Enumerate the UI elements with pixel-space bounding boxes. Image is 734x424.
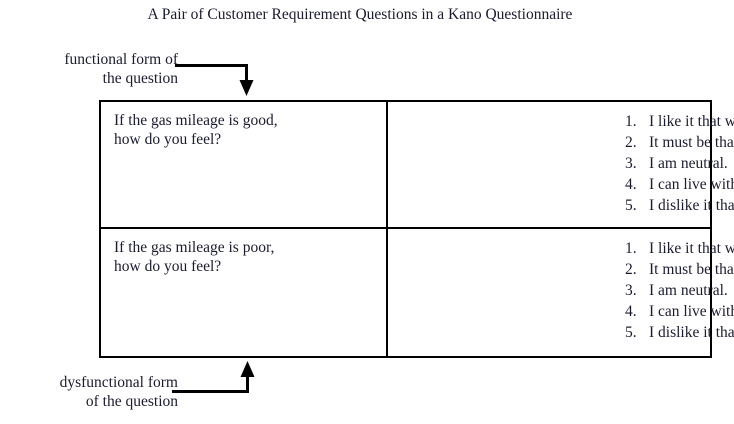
answer-number: 2. <box>625 134 637 151</box>
list-item[interactable]: 5. I dislike it that way. <box>625 195 734 216</box>
list-item[interactable]: 1. I like it that way. <box>625 111 734 132</box>
callout-functional-line2: the question <box>102 70 178 87</box>
answer-text: I can live with it that way. <box>649 303 734 320</box>
answer-number: 4. <box>625 303 637 320</box>
answer-list: 1. I like it that way. 2. It must be tha… <box>388 111 734 216</box>
answers-cell-dysfunctional: 1. I like it that way. 2. It must be tha… <box>388 229 734 356</box>
list-item[interactable]: 3. I am neutral. <box>625 280 734 301</box>
callout-dysfunctional-line2: of the question <box>85 393 178 410</box>
list-item[interactable]: 4. I can live with it that way. <box>625 174 734 195</box>
answer-text: It must be that way. <box>649 134 734 151</box>
answers-cell-functional: 1. I like it that way. 2. It must be tha… <box>388 102 734 227</box>
answer-text: I can live with it that way. <box>649 176 734 193</box>
list-item[interactable]: 3. I am neutral. <box>625 153 734 174</box>
question-line-1: If the gas mileage is good, <box>114 112 278 129</box>
question-text: If the gas mileage is good, how do you f… <box>114 111 386 149</box>
table-row: If the gas mileage is good, how do you f… <box>101 102 734 229</box>
answer-text: I dislike it that way. <box>649 324 734 341</box>
answer-text: I am neutral. <box>649 282 728 299</box>
answer-number: 1. <box>625 240 637 257</box>
list-item[interactable]: 2. It must be that way. <box>625 259 734 280</box>
callout-functional-line1: functional form of <box>64 51 178 68</box>
list-item[interactable]: 2. It must be that way. <box>625 132 734 153</box>
kano-questionnaire-table: If the gas mileage is good, how do you f… <box>99 100 734 358</box>
list-item[interactable]: 1. I like it that way. <box>625 238 734 259</box>
answer-number: 4. <box>625 176 637 193</box>
question-text: If the gas mileage is poor, how do you f… <box>114 238 386 276</box>
list-item[interactable]: 4. I can live with it that way. <box>625 301 734 322</box>
question-cell-dysfunctional: If the gas mileage is poor, how do you f… <box>101 229 388 356</box>
callout-dysfunctional-line1: dysfunctional form <box>59 374 178 391</box>
question-cell-functional: If the gas mileage is good, how do you f… <box>101 102 388 227</box>
answer-text: I like it that way. <box>649 113 734 130</box>
figure-title: A Pair of Customer Requirement Questions… <box>147 6 573 23</box>
list-item[interactable]: 5. I dislike it that way. <box>625 322 734 343</box>
question-line-2: how do you feel? <box>114 258 222 275</box>
question-line-2: how do you feel? <box>114 131 222 148</box>
answer-number: 1. <box>625 113 637 130</box>
answer-text: I dislike it that way. <box>649 197 734 214</box>
answer-list: 1. I like it that way. 2. It must be tha… <box>388 238 734 343</box>
answer-text: I am neutral. <box>649 155 728 172</box>
down-arrow-icon <box>175 64 254 96</box>
question-line-1: If the gas mileage is poor, <box>114 239 275 256</box>
answer-number: 3. <box>625 282 637 299</box>
answer-number: 5. <box>625 324 637 341</box>
callout-label-functional: functional form of the question <box>0 50 178 88</box>
answer-number: 2. <box>625 261 637 278</box>
answer-number: 5. <box>625 197 637 214</box>
answer-text: It must be that way. <box>649 261 734 278</box>
table-row: If the gas mileage is poor, how do you f… <box>101 229 734 356</box>
up-arrow-icon <box>172 361 255 393</box>
callout-label-dysfunctional: dysfunctional form of the question <box>0 373 178 411</box>
answer-number: 3. <box>625 155 637 172</box>
answer-text: I like it that way. <box>649 240 734 257</box>
